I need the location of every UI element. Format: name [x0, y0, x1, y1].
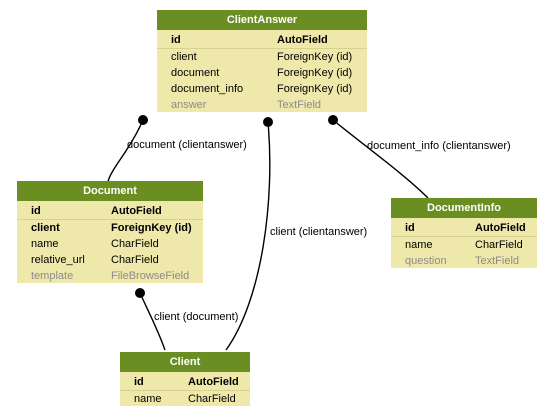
relation-line-documentinfo-clientanswer — [332, 119, 429, 199]
relation-line-document-clientanswer — [107, 119, 144, 183]
field-type: CharField — [188, 393, 236, 405]
field-row: template FileBrowseField — [17, 268, 203, 284]
field-row: id AutoField — [157, 32, 367, 48]
field-name: template — [31, 270, 74, 282]
field-row: relative_url CharField — [17, 252, 203, 268]
relation-line-client-clientanswer — [225, 121, 271, 351]
field-row: id AutoField — [120, 374, 250, 390]
relation-label-documentinfo-clientanswer: document_info (clientanswer) — [367, 140, 511, 152]
field-name: name — [31, 238, 59, 250]
model-title: DocumentInfo — [391, 198, 537, 218]
field-type: CharField — [475, 239, 523, 251]
relation-label-client-document: client (document) — [154, 311, 239, 323]
relation-line-client-document — [139, 292, 166, 351]
relation-end-documentinfo-clientanswer — [328, 115, 338, 125]
model-client[interactable]: Client id AutoField name CharField — [120, 352, 250, 406]
field-row: client ForeignKey (id) — [17, 220, 203, 236]
field-name: relative_url — [31, 254, 85, 266]
model-document[interactable]: Document id AutoField client ForeignKey … — [17, 181, 203, 283]
field-row: answer TextField — [157, 97, 367, 113]
field-name: document — [171, 67, 220, 79]
field-row: id AutoField — [17, 203, 203, 219]
field-row: document_info ForeignKey (id) — [157, 81, 367, 97]
field-name: client — [31, 222, 60, 234]
field-row: name CharField — [17, 236, 203, 252]
field-separator — [17, 219, 203, 220]
relation-end-client-document — [135, 288, 145, 298]
field-separator — [120, 390, 250, 391]
field-type: ForeignKey (id) — [111, 222, 192, 234]
field-name: name — [134, 393, 162, 405]
field-type: CharField — [111, 254, 159, 266]
field-row: document ForeignKey (id) — [157, 65, 367, 81]
field-separator — [157, 48, 367, 49]
field-name: id — [405, 222, 415, 234]
field-name: question — [405, 255, 447, 267]
field-name: client — [171, 51, 197, 63]
model-title: Document — [17, 181, 203, 201]
field-name: id — [31, 205, 41, 217]
field-name: answer — [171, 99, 207, 111]
field-type: AutoField — [277, 34, 328, 46]
relation-end-document-clientanswer — [138, 115, 148, 125]
relation-end-client-clientanswer — [263, 117, 273, 127]
field-type: ForeignKey (id) — [277, 83, 353, 95]
field-type: AutoField — [188, 376, 239, 388]
field-row: id AutoField — [391, 220, 537, 236]
field-name: id — [171, 34, 181, 46]
model-title: ClientAnswer — [157, 10, 367, 30]
field-type: ForeignKey (id) — [277, 67, 353, 79]
field-name: name — [405, 239, 433, 251]
model-clientanswer[interactable]: ClientAnswer id AutoField client Foreign… — [157, 10, 367, 112]
field-type: AutoField — [475, 222, 526, 234]
field-type: AutoField — [111, 205, 162, 217]
field-type: ForeignKey (id) — [277, 51, 353, 63]
field-type: CharField — [111, 238, 159, 250]
model-title: Client — [120, 352, 250, 372]
field-type: TextField — [277, 99, 322, 111]
field-name: id — [134, 376, 144, 388]
model-documentinfo[interactable]: DocumentInfo id AutoField name CharField… — [391, 198, 537, 268]
field-type: FileBrowseField — [111, 270, 190, 282]
field-type: TextField — [475, 255, 520, 267]
field-separator — [391, 236, 537, 237]
relation-label-client-clientanswer: client (clientanswer) — [270, 226, 368, 238]
field-name: document_info — [171, 83, 244, 95]
field-row: question TextField — [391, 253, 537, 269]
field-row: name CharField — [391, 237, 537, 253]
field-row: name CharField — [120, 391, 250, 407]
relation-label-document-clientanswer: document (clientanswer) — [127, 139, 247, 151]
field-row: client ForeignKey (id) — [157, 49, 367, 65]
